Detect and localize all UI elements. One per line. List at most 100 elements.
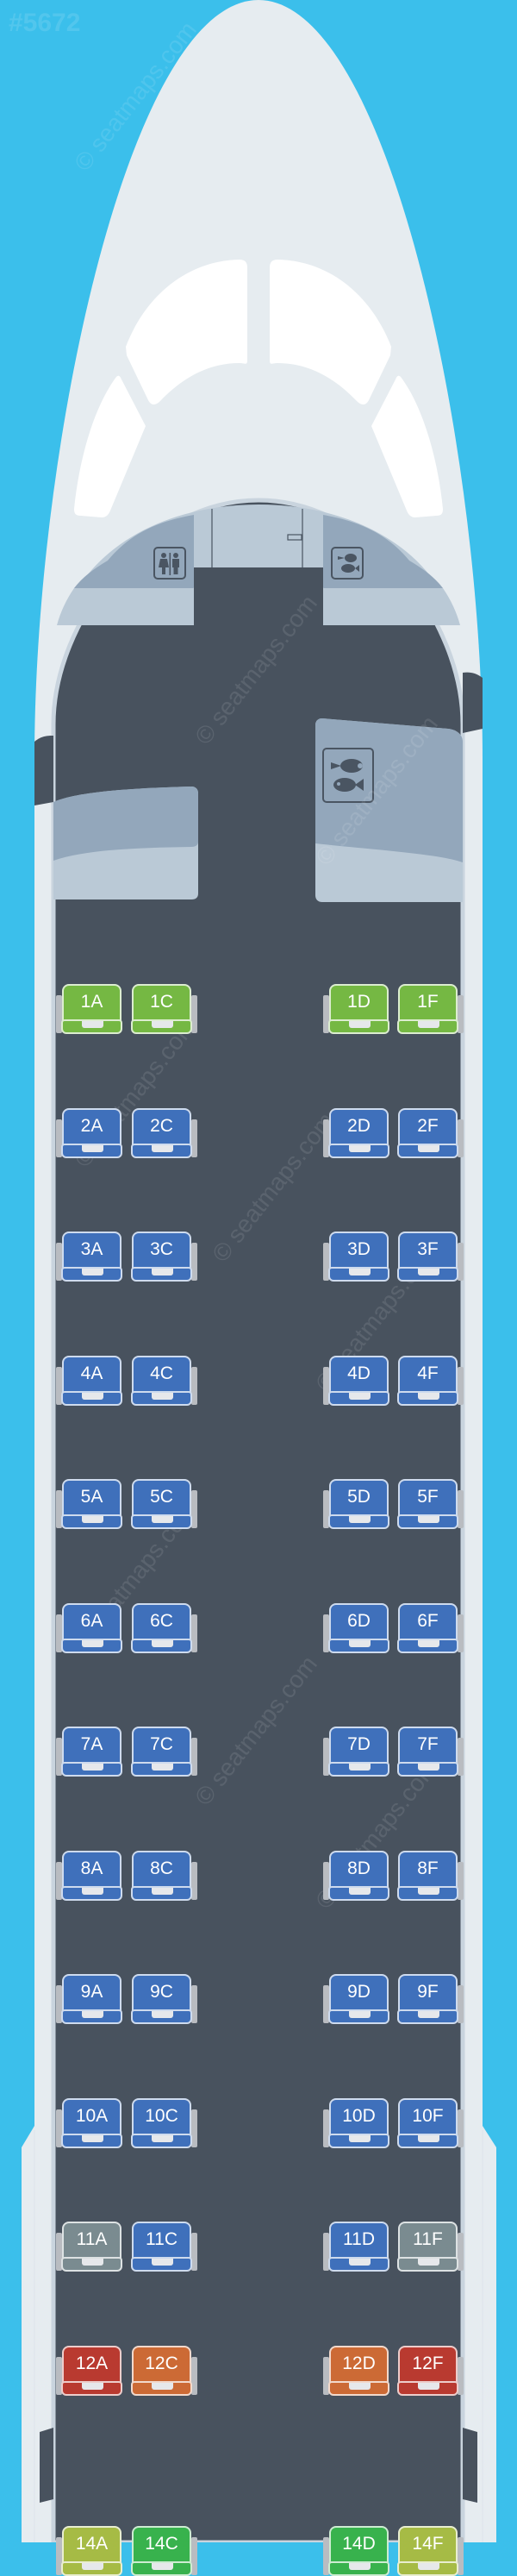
seat-12C[interactable]: 12C — [131, 2346, 197, 2396]
seat-label: 7D — [347, 1734, 371, 1754]
seat-cushion — [131, 1144, 192, 1158]
seat-5C[interactable]: 5C — [131, 1479, 197, 1529]
seat-cushion — [328, 2009, 389, 2024]
seat-back — [398, 1108, 458, 1147]
seat-2D[interactable]: 2D — [323, 1108, 389, 1158]
seat-label: 8A — [80, 1858, 103, 1878]
armrest — [323, 1367, 329, 1405]
seat-1C[interactable]: 1C — [131, 984, 197, 1034]
seat-tab — [349, 2011, 371, 2018]
armrest — [323, 1738, 329, 1776]
seat-label: 2F — [417, 1116, 439, 1136]
seat-cushion — [61, 1639, 122, 1653]
seat-14F[interactable]: 14F — [397, 2526, 464, 2576]
seat-3D[interactable]: 3D — [323, 1232, 389, 1282]
seat-7F[interactable]: 7F — [397, 1727, 464, 1777]
seat-4F[interactable]: 4F — [397, 1356, 464, 1406]
seat-6C[interactable]: 6C — [131, 1603, 197, 1653]
seat-6A[interactable]: 6A — [56, 1603, 122, 1653]
seat-4C[interactable]: 4C — [131, 1356, 197, 1406]
armrest — [323, 1243, 329, 1281]
seat-14D[interactable]: 14D — [323, 2526, 389, 2576]
armrest — [458, 1862, 464, 1900]
seat-cushion — [397, 1886, 458, 1901]
seat-7A[interactable]: 7A — [56, 1727, 122, 1777]
seat-7C[interactable]: 7C — [131, 1727, 197, 1777]
seat-back — [62, 2346, 121, 2385]
seat-11C[interactable]: 11C — [131, 2222, 197, 2272]
seat-10D[interactable]: 10D — [323, 2098, 389, 2148]
seat-10F[interactable]: 10F — [397, 2098, 464, 2148]
seat-tab — [82, 1393, 103, 1400]
seat-6D[interactable]: 6D — [323, 1603, 389, 1653]
seat-8C[interactable]: 8C — [131, 1851, 197, 1901]
seat-label: 4A — [80, 1363, 103, 1383]
armrest — [56, 2109, 62, 2147]
seat-3C[interactable]: 3C — [131, 1232, 197, 1282]
seat-label: 2A — [80, 1116, 103, 1136]
seat-cushion — [397, 2134, 458, 2148]
seat-tab — [418, 1764, 439, 1771]
seat-3A[interactable]: 3A — [56, 1232, 122, 1282]
seat-label: 10D — [342, 2106, 376, 2126]
galley-front-sign — [331, 547, 364, 580]
seat-9A[interactable]: 9A — [56, 1974, 122, 2024]
seat-4A[interactable]: 4A — [56, 1356, 122, 1406]
seat-8F[interactable]: 8F — [397, 1851, 464, 1901]
seat-9F[interactable]: 9F — [397, 1974, 464, 2024]
seat-back — [329, 1603, 389, 1642]
seat-back — [132, 1356, 191, 1395]
seat-2C[interactable]: 2C — [131, 1108, 197, 1158]
seat-tab — [418, 2135, 439, 2142]
seat-2F[interactable]: 2F — [397, 1108, 464, 1158]
seat-14C[interactable]: 14C — [131, 2526, 197, 2576]
armrest — [458, 1490, 464, 1528]
seat-2A[interactable]: 2A — [56, 1108, 122, 1158]
galley-mid-sign — [322, 748, 374, 803]
seat-4D[interactable]: 4D — [323, 1356, 389, 1406]
seat-8A[interactable]: 8A — [56, 1851, 122, 1901]
seat-12D[interactable]: 12D — [323, 2346, 389, 2396]
seat-10A[interactable]: 10A — [56, 2098, 122, 2148]
armrest — [323, 995, 329, 1033]
seat-back — [62, 1974, 121, 2013]
seat-cushion — [131, 2257, 192, 2272]
seat-11A[interactable]: 11A — [56, 2222, 122, 2272]
seat-10C[interactable]: 10C — [131, 2098, 197, 2148]
seat-5F[interactable]: 5F — [397, 1479, 464, 1529]
seat-tab — [349, 1640, 371, 1647]
seat-back — [329, 2222, 389, 2260]
seat-label: 3F — [417, 1239, 439, 1259]
seat-1A[interactable]: 1A — [56, 984, 122, 1034]
seat-14A[interactable]: 14A — [56, 2526, 122, 2576]
seat-9C[interactable]: 9C — [131, 1974, 197, 2024]
armrest — [191, 2357, 197, 2395]
seat-label: 6C — [150, 1611, 173, 1631]
seat-tab — [82, 1145, 103, 1152]
seat-cushion — [397, 2009, 458, 2024]
seat-5A[interactable]: 5A — [56, 1479, 122, 1529]
seat-1F[interactable]: 1F — [397, 984, 464, 1034]
seat-cushion — [328, 1019, 389, 1034]
seat-7D[interactable]: 7D — [323, 1727, 389, 1777]
seat-back — [62, 1851, 121, 1890]
seat-11F[interactable]: 11F — [397, 2222, 464, 2272]
seat-12A[interactable]: 12A — [56, 2346, 122, 2396]
seat-12F[interactable]: 12F — [397, 2346, 464, 2396]
seat-6F[interactable]: 6F — [397, 1603, 464, 1653]
seat-3F[interactable]: 3F — [397, 1232, 464, 1282]
seat-9D[interactable]: 9D — [323, 1974, 389, 2024]
armrest — [458, 1738, 464, 1776]
galley-meal-icon — [338, 554, 359, 573]
seat-cushion — [131, 2134, 192, 2148]
seat-back — [329, 984, 389, 1023]
seat-label: 3D — [347, 1239, 371, 1259]
seat-1D[interactable]: 1D — [323, 984, 389, 1034]
seat-back — [398, 2346, 458, 2385]
seat-tab — [152, 1393, 173, 1400]
seat-tab — [418, 2563, 439, 2570]
seat-11D[interactable]: 11D — [323, 2222, 389, 2272]
seat-tab — [82, 1640, 103, 1647]
seat-8D[interactable]: 8D — [323, 1851, 389, 1901]
seat-5D[interactable]: 5D — [323, 1479, 389, 1529]
